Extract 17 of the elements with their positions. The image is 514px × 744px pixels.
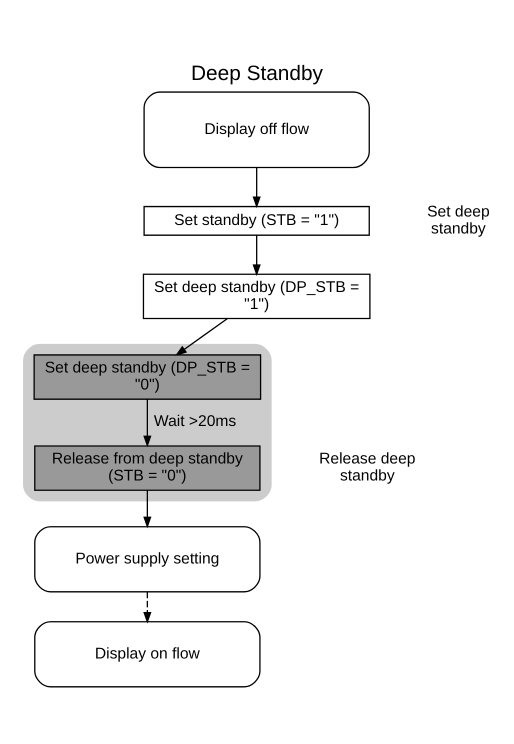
arrow	[143, 398, 152, 447]
arrow	[143, 591, 152, 624]
node-box: Set standby (STB = "1")	[143, 205, 370, 236]
arrow	[143, 490, 152, 528]
node-box: Display on flow	[34, 620, 261, 687]
diagram-title: Deep Standby	[191, 62, 323, 85]
node-box: Release from deep standby (STB = "0")	[34, 444, 261, 490]
arrow	[252, 167, 261, 208]
node-box: Display off flow	[143, 90, 370, 168]
edge-label: Wait >20ms	[154, 412, 236, 430]
arrow	[175, 318, 228, 356]
node-box: Set deep standby (DP_STB = "1")	[142, 273, 371, 319]
label: Set deep standby	[427, 202, 490, 237]
label: Release deep standby	[319, 450, 416, 484]
arrow	[252, 234, 261, 276]
node-box: Set deep standby (DP_STB = "0")	[33, 354, 262, 400]
node-box: Power supply setting	[34, 526, 261, 592]
